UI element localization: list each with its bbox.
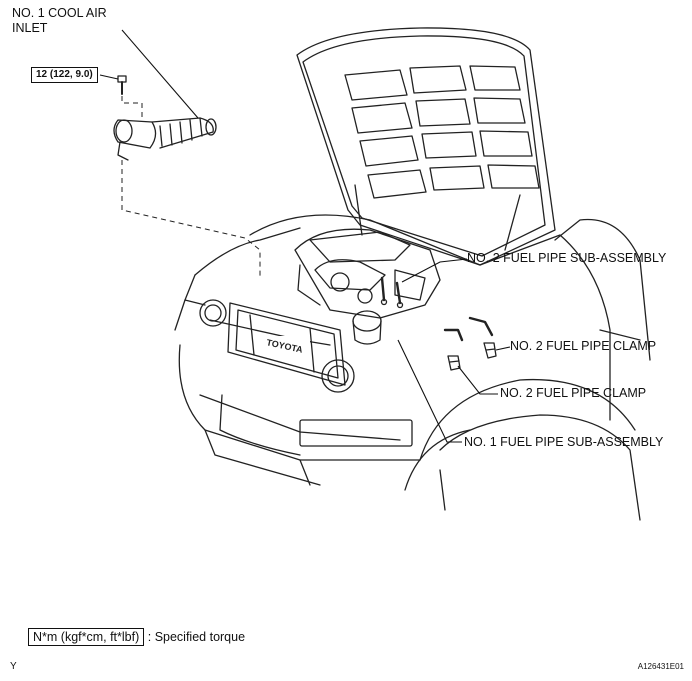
fuel-pipe-clamp-lower xyxy=(447,355,461,371)
label-clamp-lower: NO. 2 FUEL PIPE CLAMP xyxy=(500,386,647,400)
dashed-line-inlet xyxy=(121,160,261,278)
hood xyxy=(296,27,556,266)
label-fuel-pipe-2: NO. 2 FUEL PIPE SUB-ASSEMBLY xyxy=(467,251,667,265)
dashed-line-bolt xyxy=(121,96,143,120)
footer-mark: Y xyxy=(10,661,17,672)
leader-fuel-pipe-1 xyxy=(397,339,462,443)
leader-torque xyxy=(99,74,119,80)
label-clamp-upper: NO. 2 FUEL PIPE CLAMP xyxy=(510,339,657,353)
bolt xyxy=(117,75,127,95)
engine xyxy=(294,228,441,345)
fuel-pipe-clamp-upper xyxy=(483,342,497,359)
front-grille xyxy=(227,302,346,386)
fuel-pipe-2 xyxy=(380,276,404,309)
torque-spec-box: 12 (122, 9.0) xyxy=(31,67,98,83)
label-cool-air-inlet: NO. 1 COOL AIR INLET xyxy=(12,6,107,35)
leader-cool-air-inlet xyxy=(121,29,199,119)
leader-clamp-lower xyxy=(457,365,498,395)
headlight-left xyxy=(199,299,227,327)
figure-id: A126431E01 xyxy=(637,662,684,671)
label-fuel-pipe-1: NO. 1 FUEL PIPE SUB-ASSEMBLY xyxy=(464,435,664,449)
legend-unit-box: N*m (kgf*cm, ft*lbf) xyxy=(28,628,145,646)
leader-fuel-pipe-2 xyxy=(401,258,468,283)
leader-clamp-upper xyxy=(495,346,511,351)
legend-text: : Specified torque xyxy=(147,630,246,644)
headlight-right xyxy=(321,359,355,393)
vehicle-body xyxy=(174,214,651,521)
torque-legend: N*m (kgf*cm, ft*lbf) : Specified torque xyxy=(28,628,245,646)
fuel-pipe-1 xyxy=(443,316,494,342)
cool-air-inlet xyxy=(113,117,217,161)
